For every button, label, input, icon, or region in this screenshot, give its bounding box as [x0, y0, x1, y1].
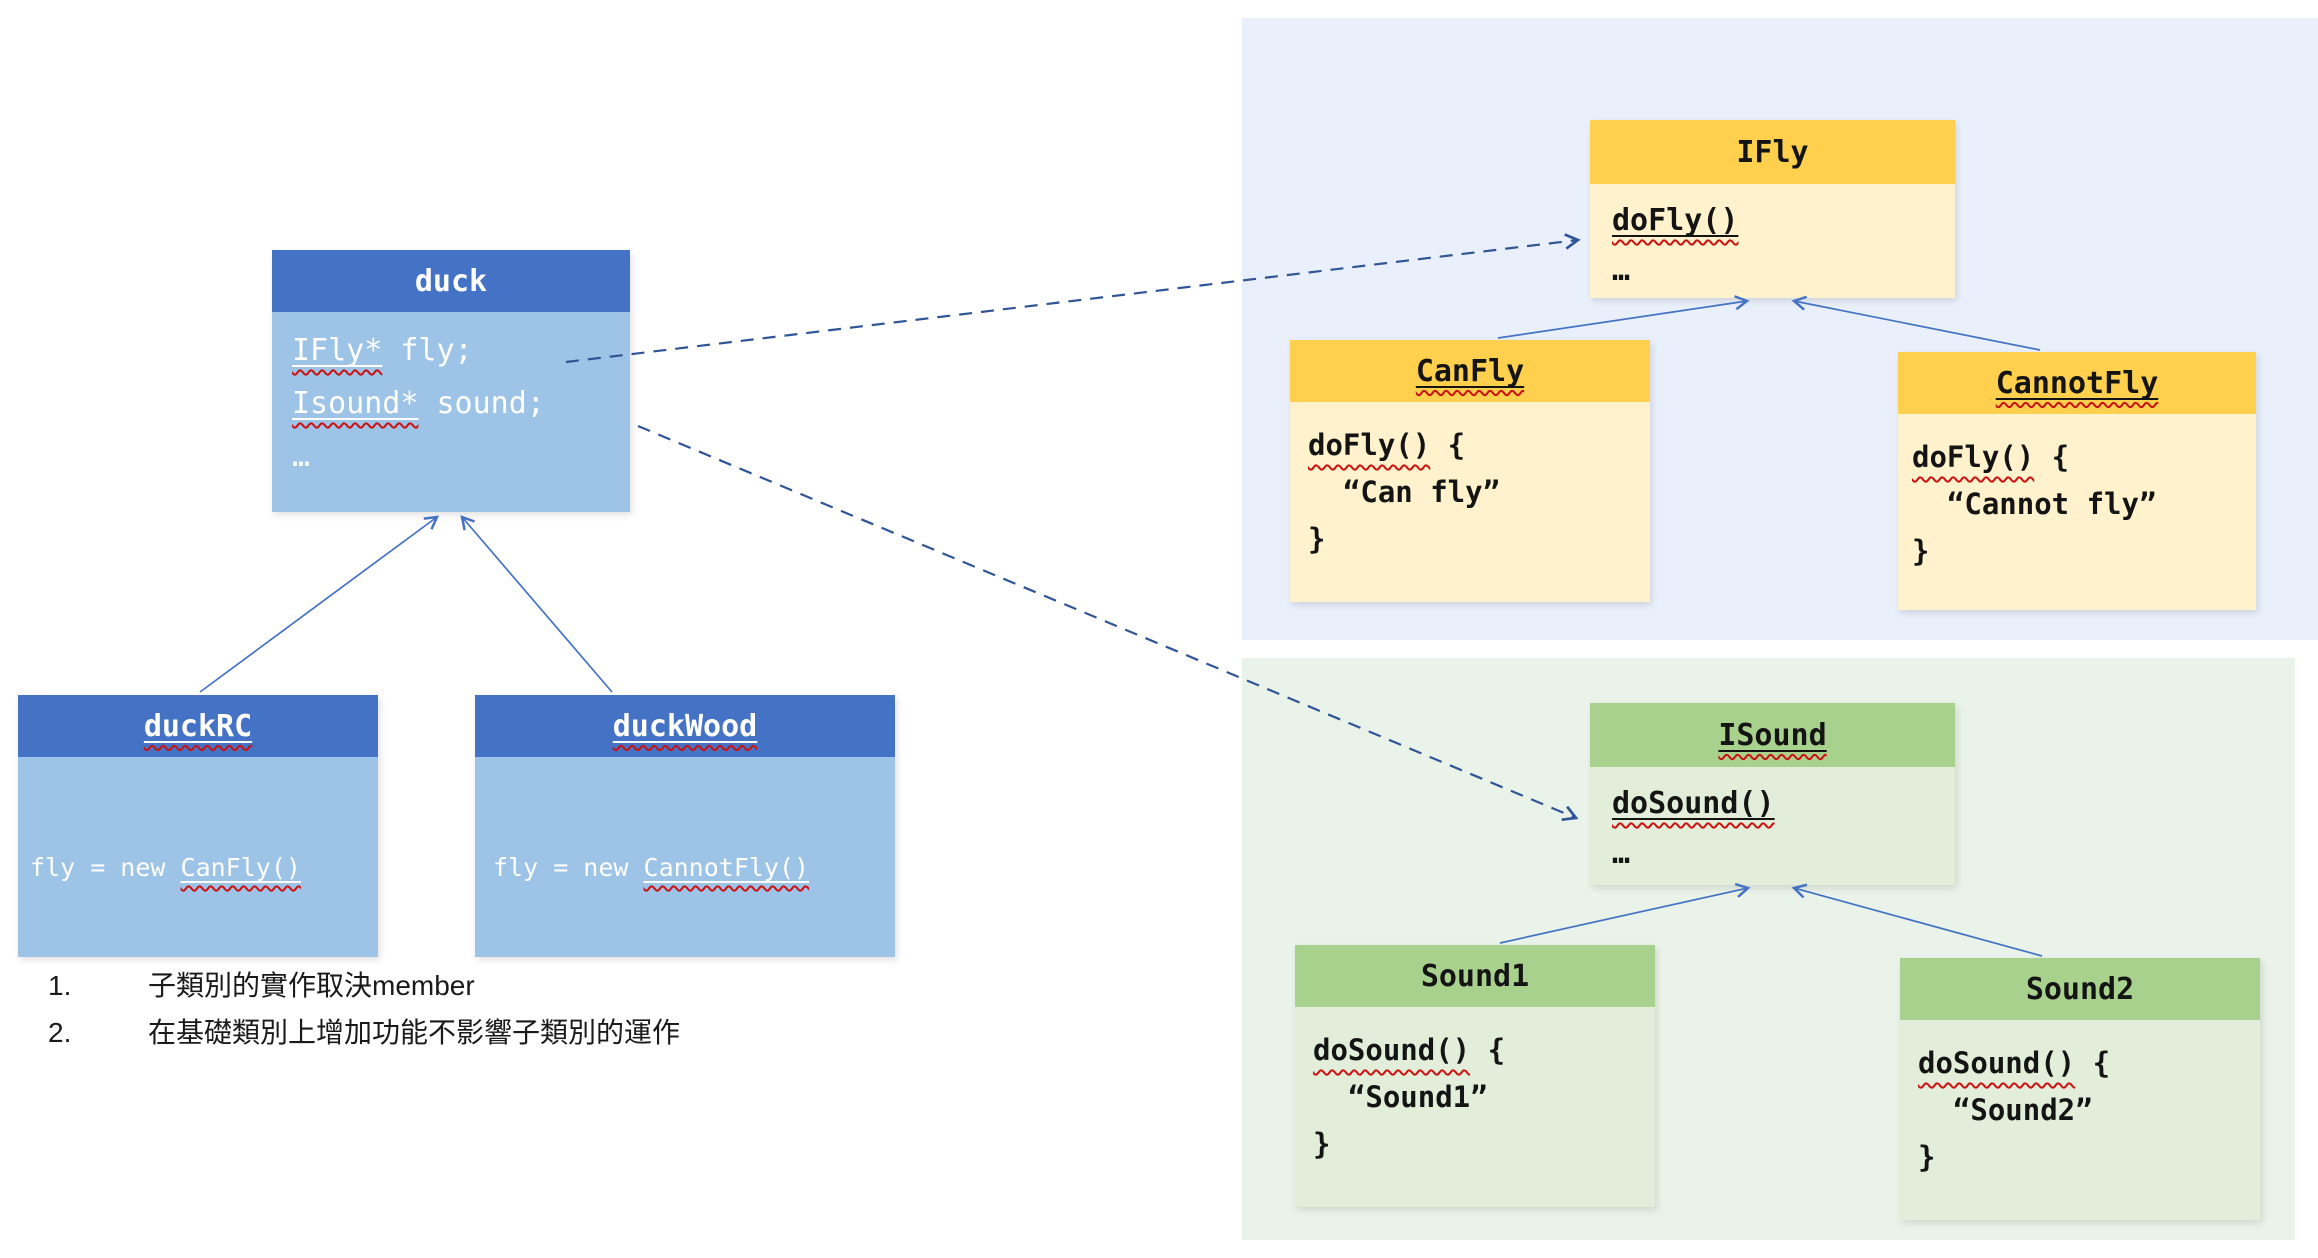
class-body-duckwood: fly = new CannotFly()	[475, 757, 895, 957]
class-body-isound: doSound()…	[1590, 767, 1955, 885]
class-box-sound1: Sound1 doSound() { “Sound1”}	[1295, 945, 1655, 1207]
note-item-1: 1. 子類別的實作取決member	[48, 962, 680, 1009]
class-box-sound2: Sound2 doSound() { “Sound2”}	[1900, 958, 2260, 1220]
note-number: 2.	[48, 1017, 72, 1048]
class-box-canfly: CanFly doFly() { “Can fly”}	[1290, 340, 1650, 602]
class-box-duckrc: duckRC fly = new CanFly()	[18, 695, 378, 957]
class-title-cannotfly: CannotFly	[1898, 352, 2256, 414]
class-body-duck: IFly* fly;Isound* sound;…	[272, 312, 630, 512]
notes-list: 1. 子類別的實作取決member 2. 在基礎類別上增加功能不影響子類別的運作	[48, 962, 680, 1056]
class-body-sound2: doSound() { “Sound2”}	[1900, 1020, 2260, 1220]
class-title-ifly: IFly	[1590, 120, 1955, 184]
class-body-duckrc: fly = new CanFly()	[18, 757, 378, 957]
class-body-canfly: doFly() { “Can fly”}	[1290, 402, 1650, 602]
class-box-duck: duck IFly* fly;Isound* sound;…	[272, 250, 630, 512]
class-body-cannotfly: doFly() { “Cannot fly”}	[1898, 414, 2256, 610]
class-title-sound1: Sound1	[1295, 945, 1655, 1007]
inheritance-arrow-duckwood-to-duck	[460, 515, 613, 693]
class-body-ifly: doFly()…	[1590, 184, 1955, 298]
note-item-2: 2. 在基礎類別上增加功能不影響子類別的運作	[48, 1009, 680, 1056]
class-title-duckwood: duckWood	[475, 695, 895, 757]
note-text: 子類別的實作取決member	[148, 970, 475, 1001]
class-box-cannotfly: CannotFly doFly() { “Cannot fly”}	[1898, 352, 2256, 610]
class-title-canfly: CanFly	[1290, 340, 1650, 402]
inheritance-arrow-duckrc-to-duck	[199, 515, 440, 693]
class-box-duckwood: duckWood fly = new CannotFly()	[475, 695, 895, 957]
class-title-duck: duck	[272, 250, 630, 312]
class-body-sound1: doSound() { “Sound1”}	[1295, 1007, 1655, 1207]
class-box-ifly: IFly doFly()…	[1590, 120, 1955, 298]
note-number: 1.	[48, 970, 72, 1001]
class-title-sound2: Sound2	[1900, 958, 2260, 1020]
note-text: 在基礎類別上增加功能不影響子類別的運作	[148, 1017, 681, 1048]
class-box-isound: ISound doSound()…	[1590, 703, 1955, 885]
class-title-duckrc: duckRC	[18, 695, 378, 757]
class-title-isound: ISound	[1590, 703, 1955, 767]
